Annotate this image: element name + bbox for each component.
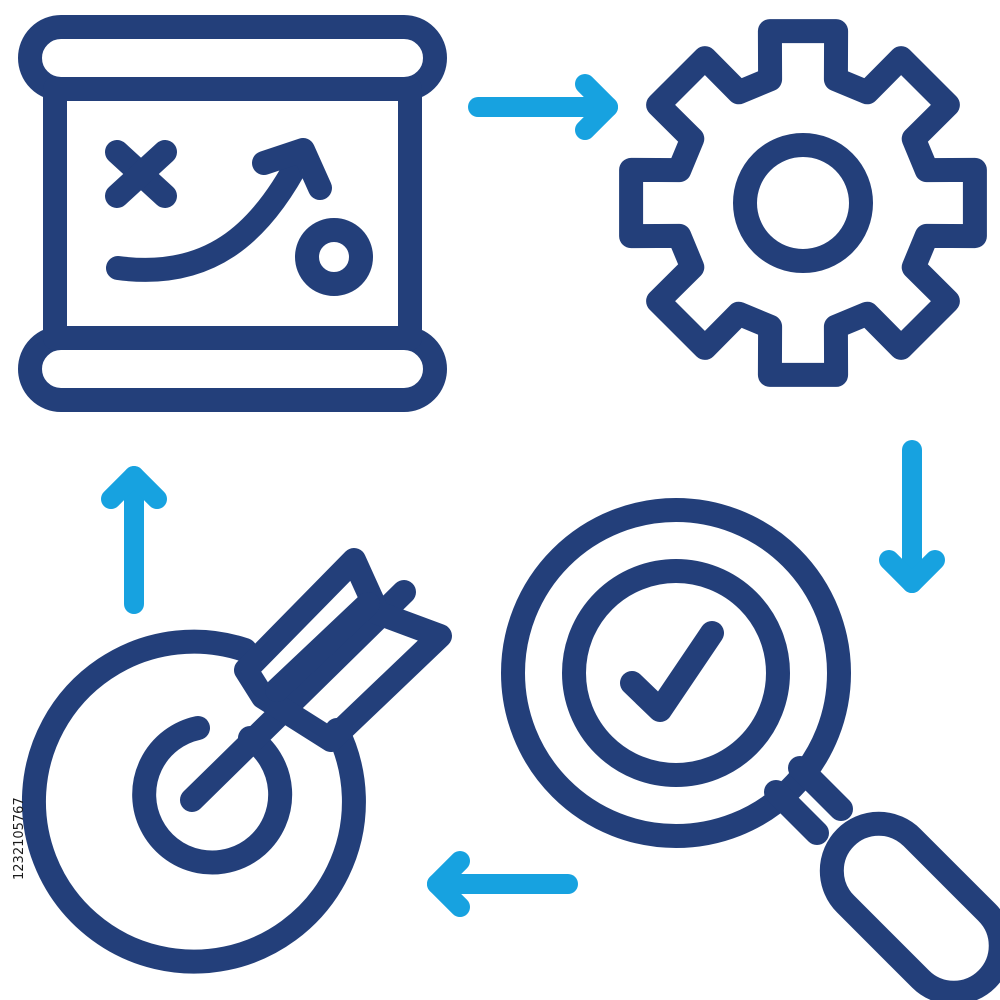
- magnifier-check-icon: [501, 498, 1000, 1000]
- magnifier-neck-a: [764, 780, 829, 845]
- goal-circle: [295, 218, 373, 296]
- magnifier-neck-b: [788, 756, 853, 821]
- arrow-left: [427, 851, 578, 917]
- play-curve-arrowhead: [252, 138, 332, 200]
- gear-hub: [733, 133, 873, 273]
- gear-icon: [619, 19, 987, 387]
- arrow-fletching-line: [265, 592, 380, 702]
- stock-id-label: 1232105767: [12, 797, 27, 880]
- arrow-right: [468, 74, 618, 140]
- target-outer-ring: [21, 629, 366, 974]
- arrow-down: [879, 440, 945, 593]
- magnifier-inner-ring: [562, 559, 790, 787]
- play-curve: [106, 146, 312, 282]
- gear-outline: [619, 19, 987, 387]
- magnifier-handle: [819, 811, 1000, 1000]
- magnifier-outer-ring: [501, 498, 851, 848]
- arrow-fletching: [234, 548, 452, 752]
- check-mark: [620, 621, 724, 722]
- board-panel: [43, 77, 422, 350]
- arrow-shaft: [180, 580, 416, 812]
- arrow-up: [101, 466, 167, 614]
- strategy-board-icon: [18, 15, 447, 412]
- target-arrow-icon: [21, 548, 452, 974]
- x-mark-stroke-b: [105, 140, 177, 208]
- target-inner-ring: [132, 716, 293, 875]
